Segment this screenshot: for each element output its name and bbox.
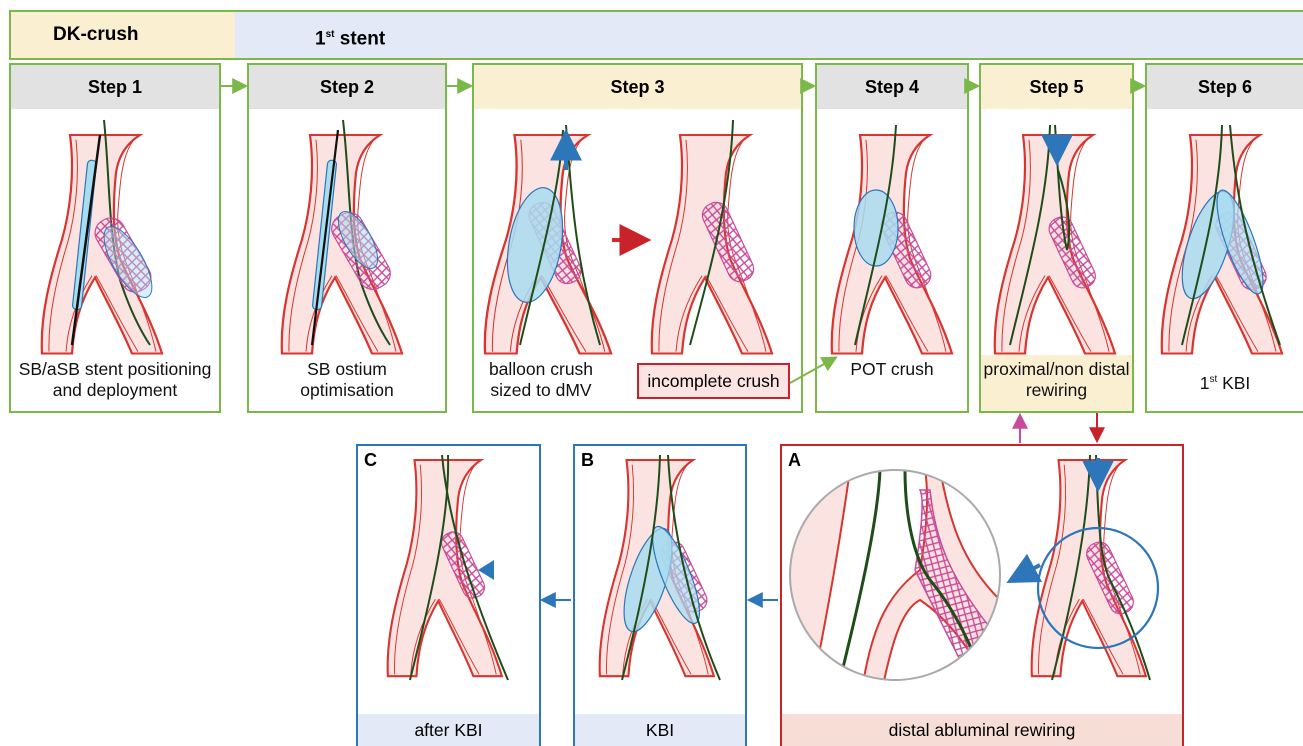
step-6-figure [1162,125,1282,354]
step-1-figure [42,120,162,354]
step-3-crush-figure [485,125,611,354]
panel-a-figure [1032,455,1158,680]
panel-b-figure [600,455,720,680]
step-5-figure [995,125,1115,354]
step-4-figure [832,125,952,354]
panel-a-magnified-view [780,467,1040,700]
panel-c-figure [388,455,508,680]
step-3-incomplete-figure [652,120,772,354]
step-2-figure [282,120,402,354]
